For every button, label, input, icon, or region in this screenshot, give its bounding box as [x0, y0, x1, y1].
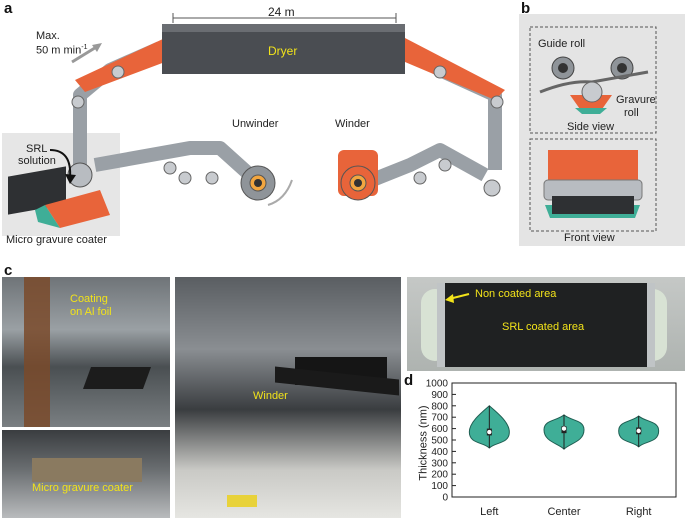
y-tick-label: 200 [431, 470, 448, 481]
side-view-box [529, 26, 657, 134]
panel-label-a: a [4, 0, 13, 17]
photo-coated-roll: Non coated area SRL coated area [407, 277, 685, 371]
side-view-bath [570, 95, 612, 112]
coater-photo-label: Micro gravure coater [32, 482, 133, 494]
y-tick-label: 800 [431, 401, 448, 412]
panel-label-c: c [4, 262, 13, 279]
panel-label-b: b [521, 0, 531, 17]
unwind-arrow [267, 179, 293, 206]
non-coated-label: Non coated area [475, 288, 557, 300]
unwinder-label: Unwinder [232, 118, 279, 130]
roll-to-roll-schematic [2, 13, 505, 236]
coater-detail-schematic [519, 14, 685, 246]
photo-winder: Winder [175, 277, 401, 518]
srl-label-line1: SRL [26, 143, 48, 155]
x-tick-label-right: Right [626, 506, 652, 518]
front-view-label: Front view [564, 232, 615, 244]
gravure-roll-label-line1: Gravure [616, 94, 656, 106]
photo-micro-gravure-coater: Micro gravure coater [2, 430, 170, 518]
dryer-label: Dryer [268, 44, 298, 58]
srl-coated-label: SRL coated area [502, 321, 585, 333]
coater-bath [45, 190, 110, 228]
non-coated-arrow [445, 293, 470, 303]
winder-label: Winder [335, 118, 370, 130]
median-center [561, 425, 567, 432]
side-view-label: Side view [567, 121, 615, 133]
speed-label-line1: Max. [36, 30, 60, 42]
front-view-box [529, 138, 657, 232]
coater-tray [8, 166, 66, 215]
solution-arrow [49, 149, 72, 179]
winder-photo-label: Winder [253, 390, 288, 402]
y-tick-label: 1000 [426, 379, 449, 390]
dryer-box [162, 28, 405, 74]
speed-label-line2: 50 m min-1 [36, 44, 88, 57]
gravure-roll [581, 81, 603, 103]
y-tick-label: 100 [431, 481, 448, 492]
coating-label-line2: on Al foil [70, 306, 112, 318]
coater-label: Micro gravure coater [6, 234, 107, 246]
photo-coating-on-foil: Coating on Al foil [2, 277, 170, 427]
y-axis-label: Thickness (nm) [417, 405, 430, 481]
speed-arrow [71, 44, 99, 64]
length-label: 24 m [268, 5, 295, 19]
guide-rollers [71, 65, 504, 197]
y-tick-label: 400 [431, 447, 448, 458]
srl-label-line2: solution [18, 155, 56, 167]
y-tick-label: 900 [431, 390, 448, 401]
panel-label-d: d [404, 372, 414, 389]
x-tick-label-left: Left [480, 506, 498, 518]
gravure-roll-label-line2: roll [624, 107, 639, 119]
y-tick-label: 700 [431, 413, 448, 424]
median-right [635, 428, 642, 434]
y-tick-label: 0 [442, 493, 448, 504]
y-tick-label: 600 [431, 424, 448, 435]
y-tick-label: 300 [431, 458, 448, 469]
x-tick-label-center: Center [547, 506, 580, 518]
y-tick-label: 500 [431, 436, 448, 447]
coating-label-line1: Coating [70, 293, 108, 305]
guide-roll-label: Guide roll [538, 38, 586, 50]
median-left [486, 429, 493, 435]
